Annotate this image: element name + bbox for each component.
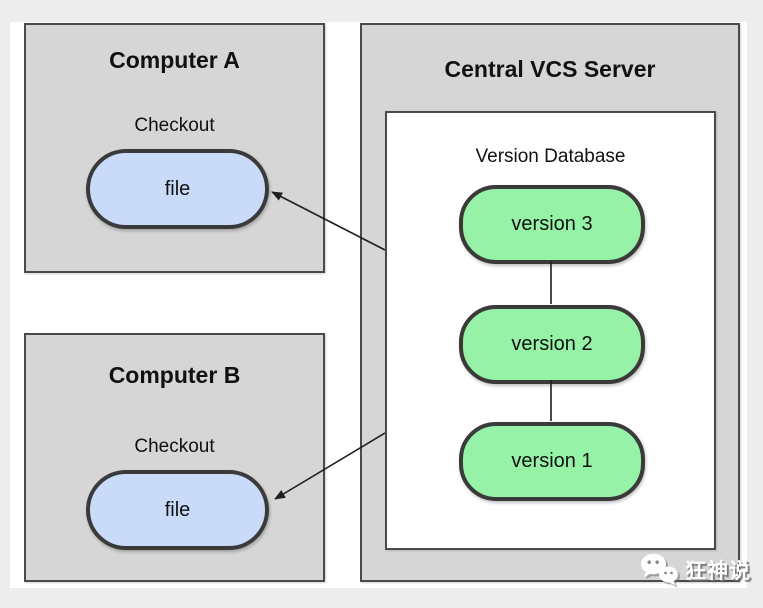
computer-b-checkout-label: Checkout [134, 436, 215, 457]
version-2-label: version 2 [511, 333, 593, 355]
computer-a-title: Computer A [109, 47, 240, 73]
watermark: 狂神说 [640, 553, 751, 587]
computer-a-checkout-label: Checkout [134, 115, 215, 136]
version-1-label: version 1 [511, 450, 593, 472]
computer-b-file-node: file [86, 470, 269, 550]
computer-a-box: Computer A Checkout file [24, 23, 325, 273]
version-database-box: Version Database version 3 version 2 ver… [385, 111, 716, 550]
computer-b-title: Computer B [108, 362, 241, 388]
watermark-label: 狂神说 [685, 560, 751, 583]
computer-a-file-node: file [86, 149, 269, 229]
version-2-node: version 2 [459, 305, 645, 384]
central-vcs-server-title: Central VCS Server [444, 56, 656, 82]
version-3-label: version 3 [511, 213, 593, 235]
version-3-node: version 3 [459, 185, 645, 264]
version-1-node: version 1 [459, 422, 645, 501]
computer-b-file-label: file [164, 498, 191, 521]
computer-a-file-label: file [164, 177, 191, 200]
version-database-title: Version Database [475, 146, 626, 167]
computer-b-box: Computer B Checkout file [24, 333, 325, 582]
wechat-bubbles-icon [641, 553, 678, 586]
